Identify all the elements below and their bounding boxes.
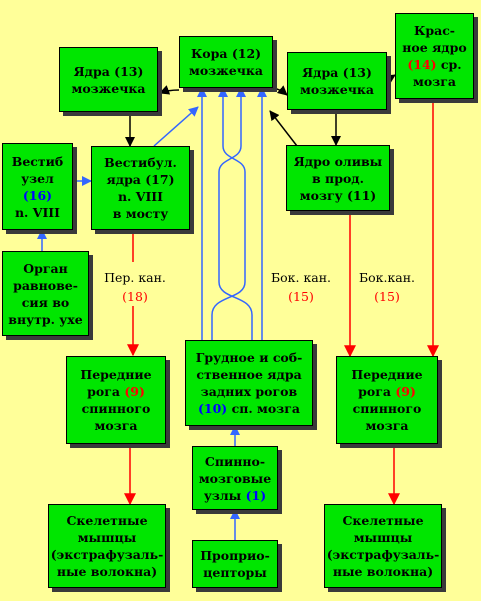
node-text: в мосту (112, 206, 169, 221)
thoracic-nucleus-box: Грудное и соб- ственное ядра задних рого… (185, 340, 313, 426)
node-text-line: узлы (1) (204, 487, 266, 504)
node-text: Вестиб (11, 153, 64, 169)
node-text: мышцы (353, 530, 413, 545)
node-text: узлы (203, 487, 246, 503)
node-text: Скелетные (66, 513, 148, 528)
node-text: мозга (365, 418, 409, 433)
cerebellum-nuclei-right-box: Ядра (13) мозжечка (287, 52, 387, 110)
lateral-canal-middle-label: Бок. кан. (15) (266, 268, 336, 306)
node-text: спинного (81, 401, 151, 416)
node-text: (экстрафузаль- (50, 547, 164, 562)
spinocerebellar-tract-3 (211, 87, 246, 340)
node-text: мозгу (11) (299, 187, 377, 203)
node-number: (16) (22, 187, 53, 203)
node-text: задних рогов (200, 384, 298, 399)
node-text: мозга (413, 74, 456, 89)
node-text: равнове- (13, 277, 78, 293)
node-text: ственное ядра (196, 367, 302, 382)
lateral-canal-right-label: Бок.кан. (15) (352, 268, 422, 306)
node-text: мозга (94, 418, 138, 433)
node-text: Ядро оливы (293, 153, 383, 169)
node-text: Орган (23, 260, 68, 276)
vestibulospinal-tract-label: Пер. кан. (18) (100, 268, 170, 306)
node-text: мозговые (198, 470, 272, 486)
node-text: Спинно- (204, 453, 266, 469)
node-text-line: (10) сп. мозга (198, 400, 300, 417)
proprioceptors-box: Проприо- цепторы (192, 540, 278, 588)
node-text: ные волокна) (56, 564, 158, 579)
node-number: (1) (245, 487, 267, 503)
node-text: цепторы (203, 565, 267, 580)
node-text: ные волокна) (332, 564, 434, 579)
node-text: мозжечка (71, 80, 146, 96)
arrow-olive-to-cortex (269, 110, 298, 147)
arrow-cortex-to-left-nuclei (159, 85, 180, 95)
tract-name: Бок. кан. (270, 270, 332, 285)
node-text: n. VIII (117, 189, 164, 204)
node-text: узел (21, 170, 54, 186)
skeletal-muscles-right-box: Скелетные мышцы (экстрафузаль- ные волок… (324, 504, 442, 588)
node-text: ср. (436, 57, 462, 72)
vestibular-ganglion-box: Вестиб узел (16) n. VIII (2, 143, 73, 230)
equilibrium-organ-box: Орган равнове- сия во внутр. ухе (2, 251, 89, 336)
node-text: Передние (80, 367, 152, 382)
node-text: рога (358, 384, 396, 399)
tract-number: (18) (122, 289, 148, 304)
arrow-cortex-to-right-nuclei (272, 85, 288, 96)
cerebellum-nuclei-left-box: Ядра (13) мозжечка (59, 47, 158, 112)
node-text: Вестибул. (104, 155, 177, 170)
tract-name: Бок.кан. (358, 270, 416, 285)
vestibular-nuclei-box: Вестибул. ядра (17) n. VIII в мосту (91, 146, 190, 230)
node-text: ядра (17) (106, 172, 175, 187)
node-number: (9) (395, 384, 416, 399)
node-text: n. VIII (14, 204, 61, 220)
tract-name: Пер. кан. (104, 270, 166, 285)
node-text: (экстрафузаль- (326, 547, 440, 562)
node-text-line: (14) ср. (407, 56, 461, 73)
tract-number: (15) (288, 289, 314, 304)
node-text: Скелетные (342, 513, 424, 528)
anterior-horns-left-box: Передние рога (9) спинного мозга (66, 356, 166, 444)
node-text: Ядра (13) (302, 65, 372, 80)
node-text: Крас- (413, 23, 455, 38)
node-number: (14) (407, 57, 437, 72)
spinal-ganglia-box: Спинно- мозговые узлы (1) (192, 446, 278, 510)
node-text: рога (87, 384, 125, 399)
node-text: мозжечка (188, 63, 264, 78)
tract-number: (15) (374, 289, 400, 304)
spinocerebellar-tract-4 (218, 87, 253, 340)
node-text: мышцы (77, 530, 137, 545)
node-text-line: рога (9) (87, 383, 145, 400)
node-text: внутр. ухе (8, 311, 83, 327)
red-nucleus-box: Крас- ное ядро (14) ср. мозга (395, 13, 474, 99)
node-text-line: рога (9) (358, 383, 416, 400)
node-number: (10) (198, 401, 228, 416)
node-text: Кора (12) (190, 46, 262, 61)
node-number: (9) (124, 384, 145, 399)
arrow-vestibular-nuclei-to-cortex (153, 106, 199, 147)
olive-nucleus-box: Ядро оливы в прод. мозгу (11) (286, 145, 390, 211)
skeletal-muscles-left-box: Скелетные мышцы (экстрафузаль- ные волок… (48, 504, 166, 588)
node-text: мозжечка (299, 82, 375, 97)
node-text: сп. мозга (227, 401, 300, 416)
node-text: Ядра (13) (73, 63, 144, 79)
cerebellar-cortex-box: Кора (12) мозжечка (179, 36, 273, 88)
anterior-horns-right-box: Передние рога (9) спинного мозга (336, 356, 438, 444)
node-text: ное ядро (402, 40, 467, 55)
node-text: Проприо- (200, 548, 270, 563)
node-text: Передние (351, 367, 423, 382)
arrow-right-nuclei-to-red-nucleus (384, 74, 396, 85)
node-text: сия во (21, 294, 70, 310)
node-text: спинного (352, 401, 422, 416)
node-text: в прод. (312, 170, 364, 186)
node-text: Грудное и соб- (195, 350, 303, 365)
